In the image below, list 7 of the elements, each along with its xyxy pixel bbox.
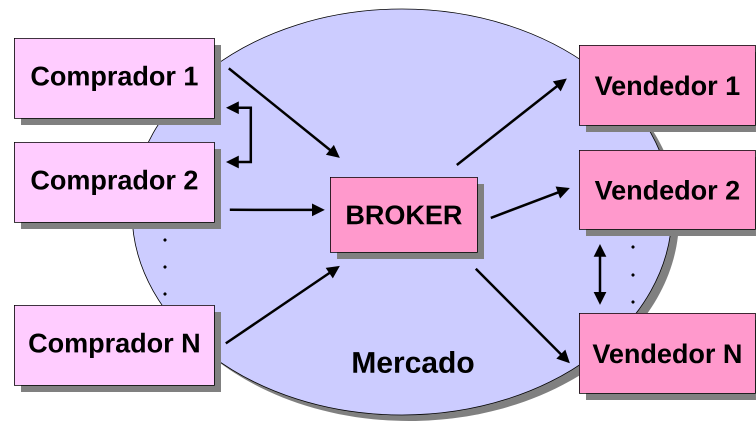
- seller-box: Vendedor N: [579, 313, 756, 400]
- seller-box: Vendedor 2: [579, 150, 756, 236]
- buyer-box: Comprador N: [14, 305, 221, 392]
- buyer-box: Comprador 1: [14, 38, 221, 125]
- seller-box: Vendedor 1: [579, 45, 756, 132]
- buyer-box: Comprador 2: [14, 142, 221, 229]
- broker-box: BROKER: [330, 177, 484, 259]
